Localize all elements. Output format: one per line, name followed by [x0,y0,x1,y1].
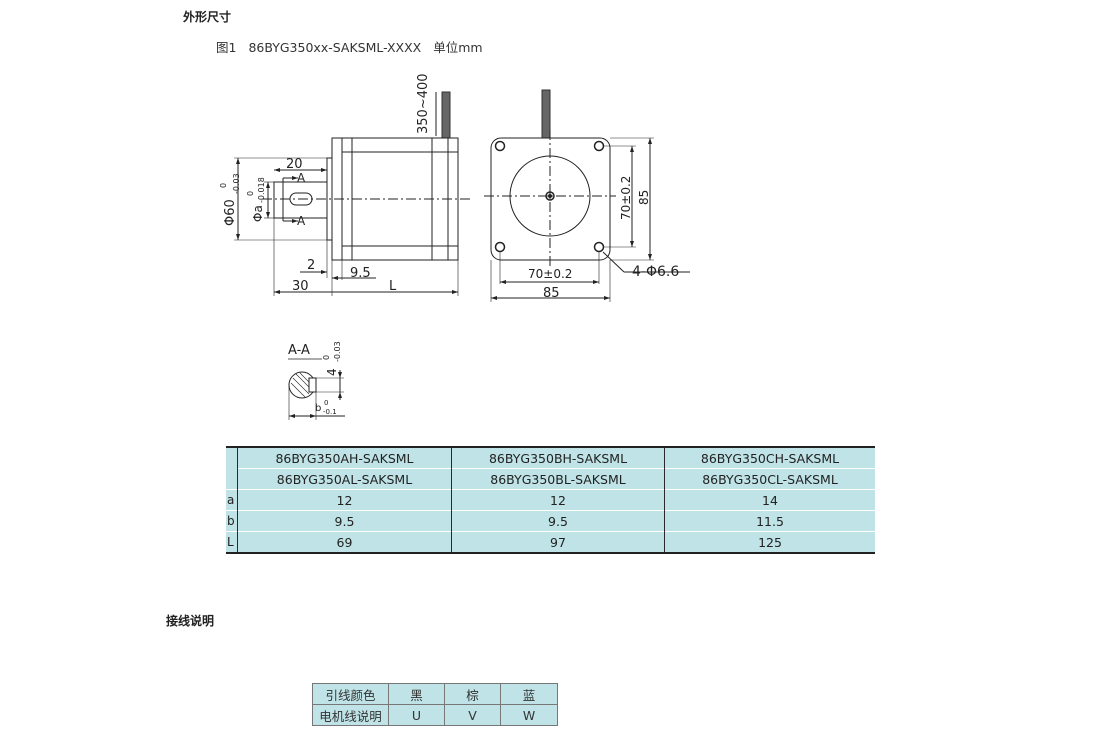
spec-cell: 125 [664,531,875,553]
spec-cell: 12 [451,489,665,511]
spec-header-cell: 86BYG350CH-SAKSML [664,447,875,469]
dim-b-tol-upper: 0 [324,399,328,407]
dim-70-vertical: 70±0.2 [619,176,633,220]
spec-row-label: a [226,489,238,511]
wiring-row-function: 电机线说明 U V W [312,704,558,726]
wiring-row-color: 引线颜色 黑 棕 蓝 [312,683,558,705]
figure-caption: 图1 86BYG350xx-SAKSML-XXXX 单位mm [216,37,491,56]
wiring-cell: 棕 [444,683,501,705]
section-title: A-A [288,343,310,358]
spec-header-cell: 86BYG350AL-SAKSML [237,468,452,490]
spec-cell: 12 [237,489,452,511]
spec-table: 86BYG350AH-SAKSML 86BYG350BH-SAKSML 86BY… [226,446,875,554]
spec-cell: 97 [451,531,665,553]
figure-unit: 单位mm [433,40,483,55]
dim-4: 4 [325,368,339,376]
dim-b: b [315,403,321,414]
dim-85-vertical: 85 [637,190,651,205]
spec-header-row-1: 86BYG350AH-SAKSML 86BYG350BH-SAKSML 86BY… [226,447,875,490]
section-title-dimensions: 外形尺寸 [183,10,232,24]
wiring-cell: W [500,704,558,726]
dim-30: 30 [292,279,309,294]
dim-9-5: 9.5 [350,266,371,281]
spec-cell: 9.5 [451,510,665,532]
spec-header-cell: 86BYG350BH-SAKSML [451,447,665,469]
dim-dia-60-tol-lower: -0.03 [232,173,241,194]
side-shaft [273,181,328,219]
spec-header-cell: 86BYG350CL-SAKSML [664,468,875,490]
side-lead-wire [441,91,451,139]
mounting-holes [494,140,605,253]
wiring-cell: 黑 [388,683,445,705]
front-view [484,89,690,302]
section-mark-top: A [297,171,306,185]
wiring-cell: 引线颜色 [312,683,389,705]
dim-2: 2 [307,258,315,273]
figure-model: 86BYG350xx-SAKSML-XXXX [248,40,422,55]
dim-lead-length: 350~400 [416,73,431,134]
wiring-cell: V [444,704,501,726]
spec-corner-cell [226,447,238,490]
dim-4-tol-upper: 0 [322,355,331,360]
spec-cell: 69 [237,531,452,553]
dim-dia-60-tol-upper: 0 [219,183,228,188]
dim-dia-a-tol-upper: 0 [246,191,255,196]
dim-hole: 4-Φ6.6 [632,264,679,280]
wiring-cell: 蓝 [500,683,558,705]
figure-label: 图1 [216,40,237,55]
spec-row-a: a 12 12 14 [226,489,875,511]
spec-cell: 9.5 [237,510,452,532]
technical-drawing: 350~400 20 A A Φ60 0 -0.03 Φa 0 -0.018 2… [219,73,690,420]
section-title-wiring: 接线说明 [166,614,215,628]
dim-4-tol-lower: -0.03 [333,341,342,362]
section-mark-bottom: A [297,214,306,228]
wiring-cell: U [388,704,445,726]
wiring-cell: 电机线说明 [312,704,389,726]
dim-dia-60: Φ60 [223,199,238,226]
spec-header-row-2: 86BYG350AL-SAKSML 86BYG350BL-SAKSML 86BY… [226,468,875,490]
front-lead-wire [541,89,551,139]
dim-85-horizontal: 85 [543,286,560,301]
spec-header-cell: 86BYG350BL-SAKSML [451,468,665,490]
dim-70-horizontal: 70±0.2 [528,267,572,281]
spec-cell: 11.5 [664,510,875,532]
wiring-table: 引线颜色 黑 棕 蓝 电机线说明 U V W [312,683,558,726]
dim-b-tol-lower: -0.1 [323,408,337,416]
spec-header-cell: 86BYG350AH-SAKSML [237,447,452,469]
dim-20: 20 [286,157,303,172]
dim-dia-a-tol-lower: -0.018 [257,177,266,203]
spec-row-b: b 9.5 9.5 11.5 [226,510,875,532]
dim-L: L [389,279,397,294]
dim-dia-a: Φa [251,205,265,222]
section-a-a-view [288,358,345,420]
spec-cell: 14 [664,489,875,511]
spec-row-label: L [226,531,238,553]
spec-row-L: L 69 97 125 [226,531,875,553]
spec-row-label: b [226,510,238,532]
